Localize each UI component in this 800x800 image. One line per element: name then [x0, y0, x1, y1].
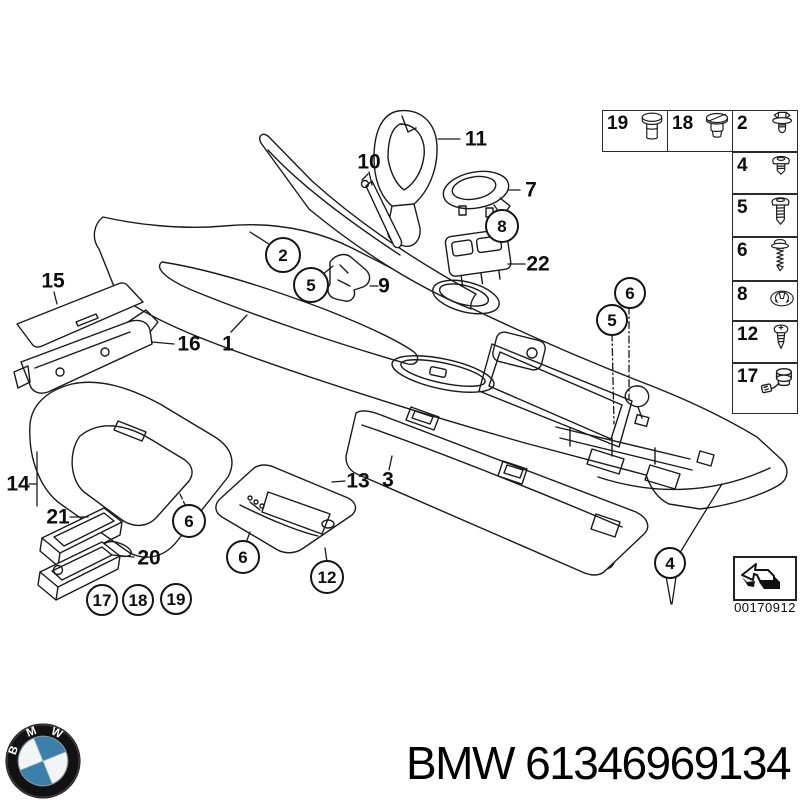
part-number-title: BMW 61346969134: [405, 737, 792, 789]
callout-6-circle[interactable]: 6: [226, 540, 260, 574]
cap-plug-icon: [702, 111, 732, 152]
callout-14[interactable]: 14: [6, 472, 30, 496]
ring-trim-art: [442, 170, 511, 218]
fastener-number: 19: [607, 113, 629, 134]
leader-lines: [28, 138, 723, 605]
lever-pin-art: [360, 173, 403, 249]
callout-2-circle[interactable]: 2: [265, 237, 301, 273]
callout-17-circle[interactable]: 17: [86, 584, 118, 616]
fastener-cell-5[interactable]: 5: [732, 194, 798, 237]
hex-bolt-icon: [766, 111, 796, 152]
callout-8-circle[interactable]: 8: [485, 209, 519, 243]
tapping-screw-icon: [766, 322, 796, 363]
fastener-cell-4[interactable]: 4: [732, 152, 798, 194]
callout-15[interactable]: 15: [41, 269, 65, 293]
callout-6-circle[interactable]: 6: [614, 277, 646, 309]
fastener-number: 2: [737, 113, 748, 134]
fastener-number: 12: [737, 324, 759, 345]
fastener-cell-2[interactable]: 2: [732, 110, 798, 152]
svg-text:B: B: [6, 744, 21, 756]
fastener-cell-19[interactable]: 19: [602, 110, 669, 152]
fastener-cell-6[interactable]: 6: [732, 237, 798, 281]
callout-1[interactable]: 1: [222, 332, 234, 356]
bracket-art: [327, 253, 371, 302]
fastener-number: 17: [737, 366, 759, 387]
callout-11[interactable]: 11: [464, 127, 488, 151]
fastener-number: 5: [737, 197, 748, 218]
callout-18-circle[interactable]: 18: [122, 584, 154, 616]
callout-22[interactable]: 22: [526, 252, 550, 276]
callout-5-circle[interactable]: 5: [596, 304, 628, 336]
callout-9[interactable]: 9: [378, 274, 390, 298]
bmw-logo: B M W: [5, 723, 81, 799]
fastener-number: 8: [737, 284, 748, 305]
callout-3[interactable]: 3: [382, 468, 394, 492]
nav-arrow-box[interactable]: [733, 556, 797, 601]
callout-16[interactable]: 16: [177, 332, 201, 356]
washer-screw-icon: [764, 238, 796, 281]
fastener-cell-8[interactable]: 8: [732, 281, 798, 321]
fastener-number: 4: [737, 155, 748, 176]
callout-7[interactable]: 7: [525, 178, 537, 202]
fastener-cell-17[interactable]: 17: [732, 363, 798, 414]
push-plug-icon: [637, 111, 667, 152]
callout-19-circle[interactable]: 19: [160, 583, 192, 615]
fastener-number: 6: [737, 240, 748, 261]
lid-art: [16, 282, 144, 348]
tray-insert-art: [13, 309, 159, 394]
fastener-cell-18[interactable]: 18: [667, 110, 734, 152]
callout-13[interactable]: 13: [346, 469, 370, 493]
fastener-cell-12[interactable]: 12: [732, 321, 798, 363]
back-arrow-icon: [741, 562, 780, 589]
spring-clip-icon: [768, 282, 796, 321]
fastener-number: 18: [672, 113, 694, 134]
callout-21[interactable]: 21: [46, 505, 70, 529]
callout-10[interactable]: 10: [357, 150, 381, 174]
callout-4-circle[interactable]: 4: [654, 547, 686, 579]
pan-screw-short-icon: [766, 153, 796, 194]
cable-clip-icon: [759, 364, 796, 413]
pan-screw-icon: [765, 195, 796, 237]
shifter-panel-art: [215, 464, 357, 554]
callout-5-circle[interactable]: 5: [293, 267, 329, 303]
callout-20[interactable]: 20: [137, 546, 161, 570]
callout-6-circle[interactable]: 6: [172, 504, 206, 538]
center-console-art: [93, 133, 788, 570]
callout-12-circle[interactable]: 12: [310, 560, 344, 594]
diagram-image-number: 00170912: [734, 600, 796, 615]
trim-strip-art: [345, 410, 649, 576]
svg-text:M: M: [24, 724, 38, 740]
gear-boot-art: [373, 109, 438, 247]
